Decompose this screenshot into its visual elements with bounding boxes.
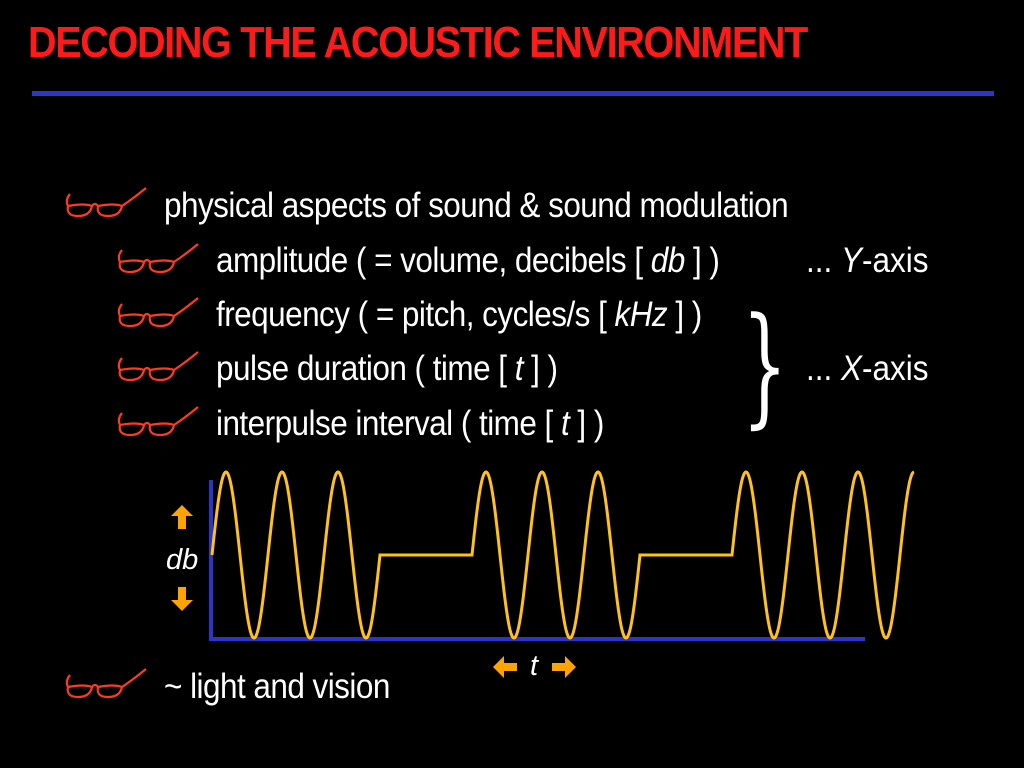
bullet-amplitude: amplitude ( = volume, decibels [ db ] ) [216, 241, 720, 280]
arrow-up-icon [171, 505, 193, 529]
slide-title: DECODING THE ACOUSTIC ENVIRONMENT [28, 18, 808, 67]
spectacles-icon [117, 351, 199, 382]
waveform-line [210, 470, 915, 640]
bullet-main: physical aspects of sound & sound modula… [164, 186, 789, 225]
bullet-frequency: frequency ( = pitch, cycles/s [ kHz ] ) [216, 295, 702, 334]
db-axis-label: db [166, 544, 199, 576]
curly-brace: } [742, 289, 788, 441]
bullet-light-vision: ~ light and vision [164, 667, 390, 706]
spectacles-icon [117, 297, 199, 328]
x-axis-note: ... X-axis [806, 349, 929, 388]
spectacles-icon [65, 187, 147, 218]
arrow-right-icon [552, 656, 576, 678]
bullet-pulse-duration: pulse duration ( time [ t ] ) [216, 349, 558, 388]
y-axis-note: ... Y-axis [806, 241, 929, 280]
arrow-left-icon [493, 656, 517, 678]
spectacles-icon [117, 243, 199, 274]
bullet-interpulse-interval: interpulse interval ( time [ t ] ) [216, 404, 604, 443]
arrow-down-icon [171, 587, 193, 611]
title-underline [32, 91, 994, 96]
spectacles-icon [65, 668, 147, 699]
pulse-waveform-diagram [209, 470, 915, 641]
time-axis-label: t [530, 650, 539, 682]
spectacles-icon [117, 406, 199, 437]
